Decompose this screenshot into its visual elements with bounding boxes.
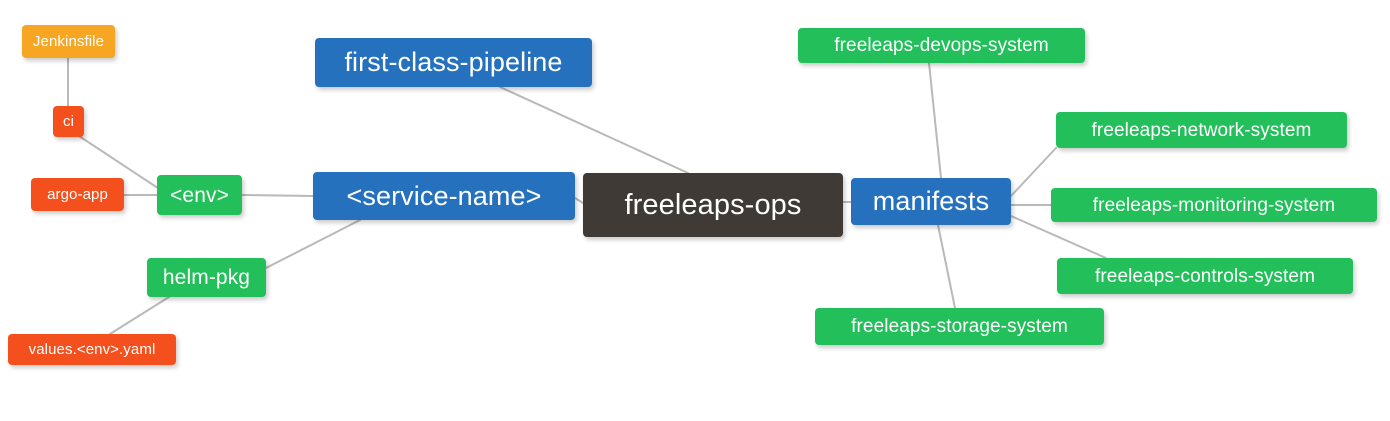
node-jenkinsfile[interactable]: Jenkinsfile: [22, 25, 115, 58]
edge-manifests-to-freeleaps-controls-system: [1010, 215, 1107, 259]
node-env[interactable]: <env>: [157, 175, 242, 215]
node-label-first-class-pipeline: first-class-pipeline: [344, 47, 563, 77]
node-label-values-yaml: values.<env>.yaml: [28, 341, 156, 358]
edge-env-to-service-name: [241, 194, 314, 197]
node-label-service-name: <service-name>: [346, 180, 542, 211]
node-label-argo-app: argo-app: [47, 186, 108, 203]
node-freeleaps-monitoring-system[interactable]: freeleaps-monitoring-system: [1051, 188, 1377, 222]
node-label-env: <env>: [170, 183, 229, 207]
node-first-class-pipeline[interactable]: first-class-pipeline: [315, 38, 592, 87]
node-service-name[interactable]: <service-name>: [313, 172, 575, 220]
node-freeleaps-controls-system[interactable]: freeleaps-controls-system: [1057, 258, 1353, 294]
edge-manifests-to-freeleaps-storage-system: [937, 224, 956, 309]
node-label-helm-pkg: helm-pkg: [162, 266, 251, 289]
edge-manifests-to-freeleaps-network-system: [1010, 147, 1057, 197]
edge-manifests-to-freeleaps-devops-system: [928, 62, 942, 179]
node-label-freeleaps-network-system: freeleaps-network-system: [1091, 119, 1312, 141]
node-freeleaps-devops-system[interactable]: freeleaps-devops-system: [798, 28, 1085, 63]
node-label-jenkinsfile: Jenkinsfile: [32, 33, 105, 50]
node-label-ci: ci: [62, 113, 75, 130]
edge-service-name-to-freeleaps-ops: [574, 197, 584, 204]
node-label-freeleaps-ops: freeleaps-ops: [624, 188, 802, 221]
node-freeleaps-ops[interactable]: freeleaps-ops: [583, 173, 843, 237]
node-label-manifests: manifests: [872, 186, 990, 216]
edge-first-class-pipeline-to-freeleaps-ops: [499, 86, 689, 174]
node-label-freeleaps-monitoring-system: freeleaps-monitoring-system: [1092, 194, 1336, 216]
node-manifests[interactable]: manifests: [851, 178, 1011, 225]
edge-service-name-to-helm-pkg: [265, 219, 361, 269]
node-values-yaml[interactable]: values.<env>.yaml: [8, 334, 176, 365]
node-argo-app[interactable]: argo-app: [31, 178, 124, 211]
node-freeleaps-network-system[interactable]: freeleaps-network-system: [1056, 112, 1347, 148]
node-ci[interactable]: ci: [53, 106, 84, 137]
node-label-freeleaps-controls-system: freeleaps-controls-system: [1094, 265, 1316, 287]
node-helm-pkg[interactable]: helm-pkg: [147, 258, 266, 297]
node-label-freeleaps-storage-system: freeleaps-storage-system: [851, 316, 1068, 337]
node-freeleaps-storage-system[interactable]: freeleaps-storage-system: [815, 308, 1104, 345]
edge-helm-pkg-to-values-yaml: [109, 296, 170, 335]
node-label-freeleaps-devops-system: freeleaps-devops-system: [834, 35, 1049, 56]
